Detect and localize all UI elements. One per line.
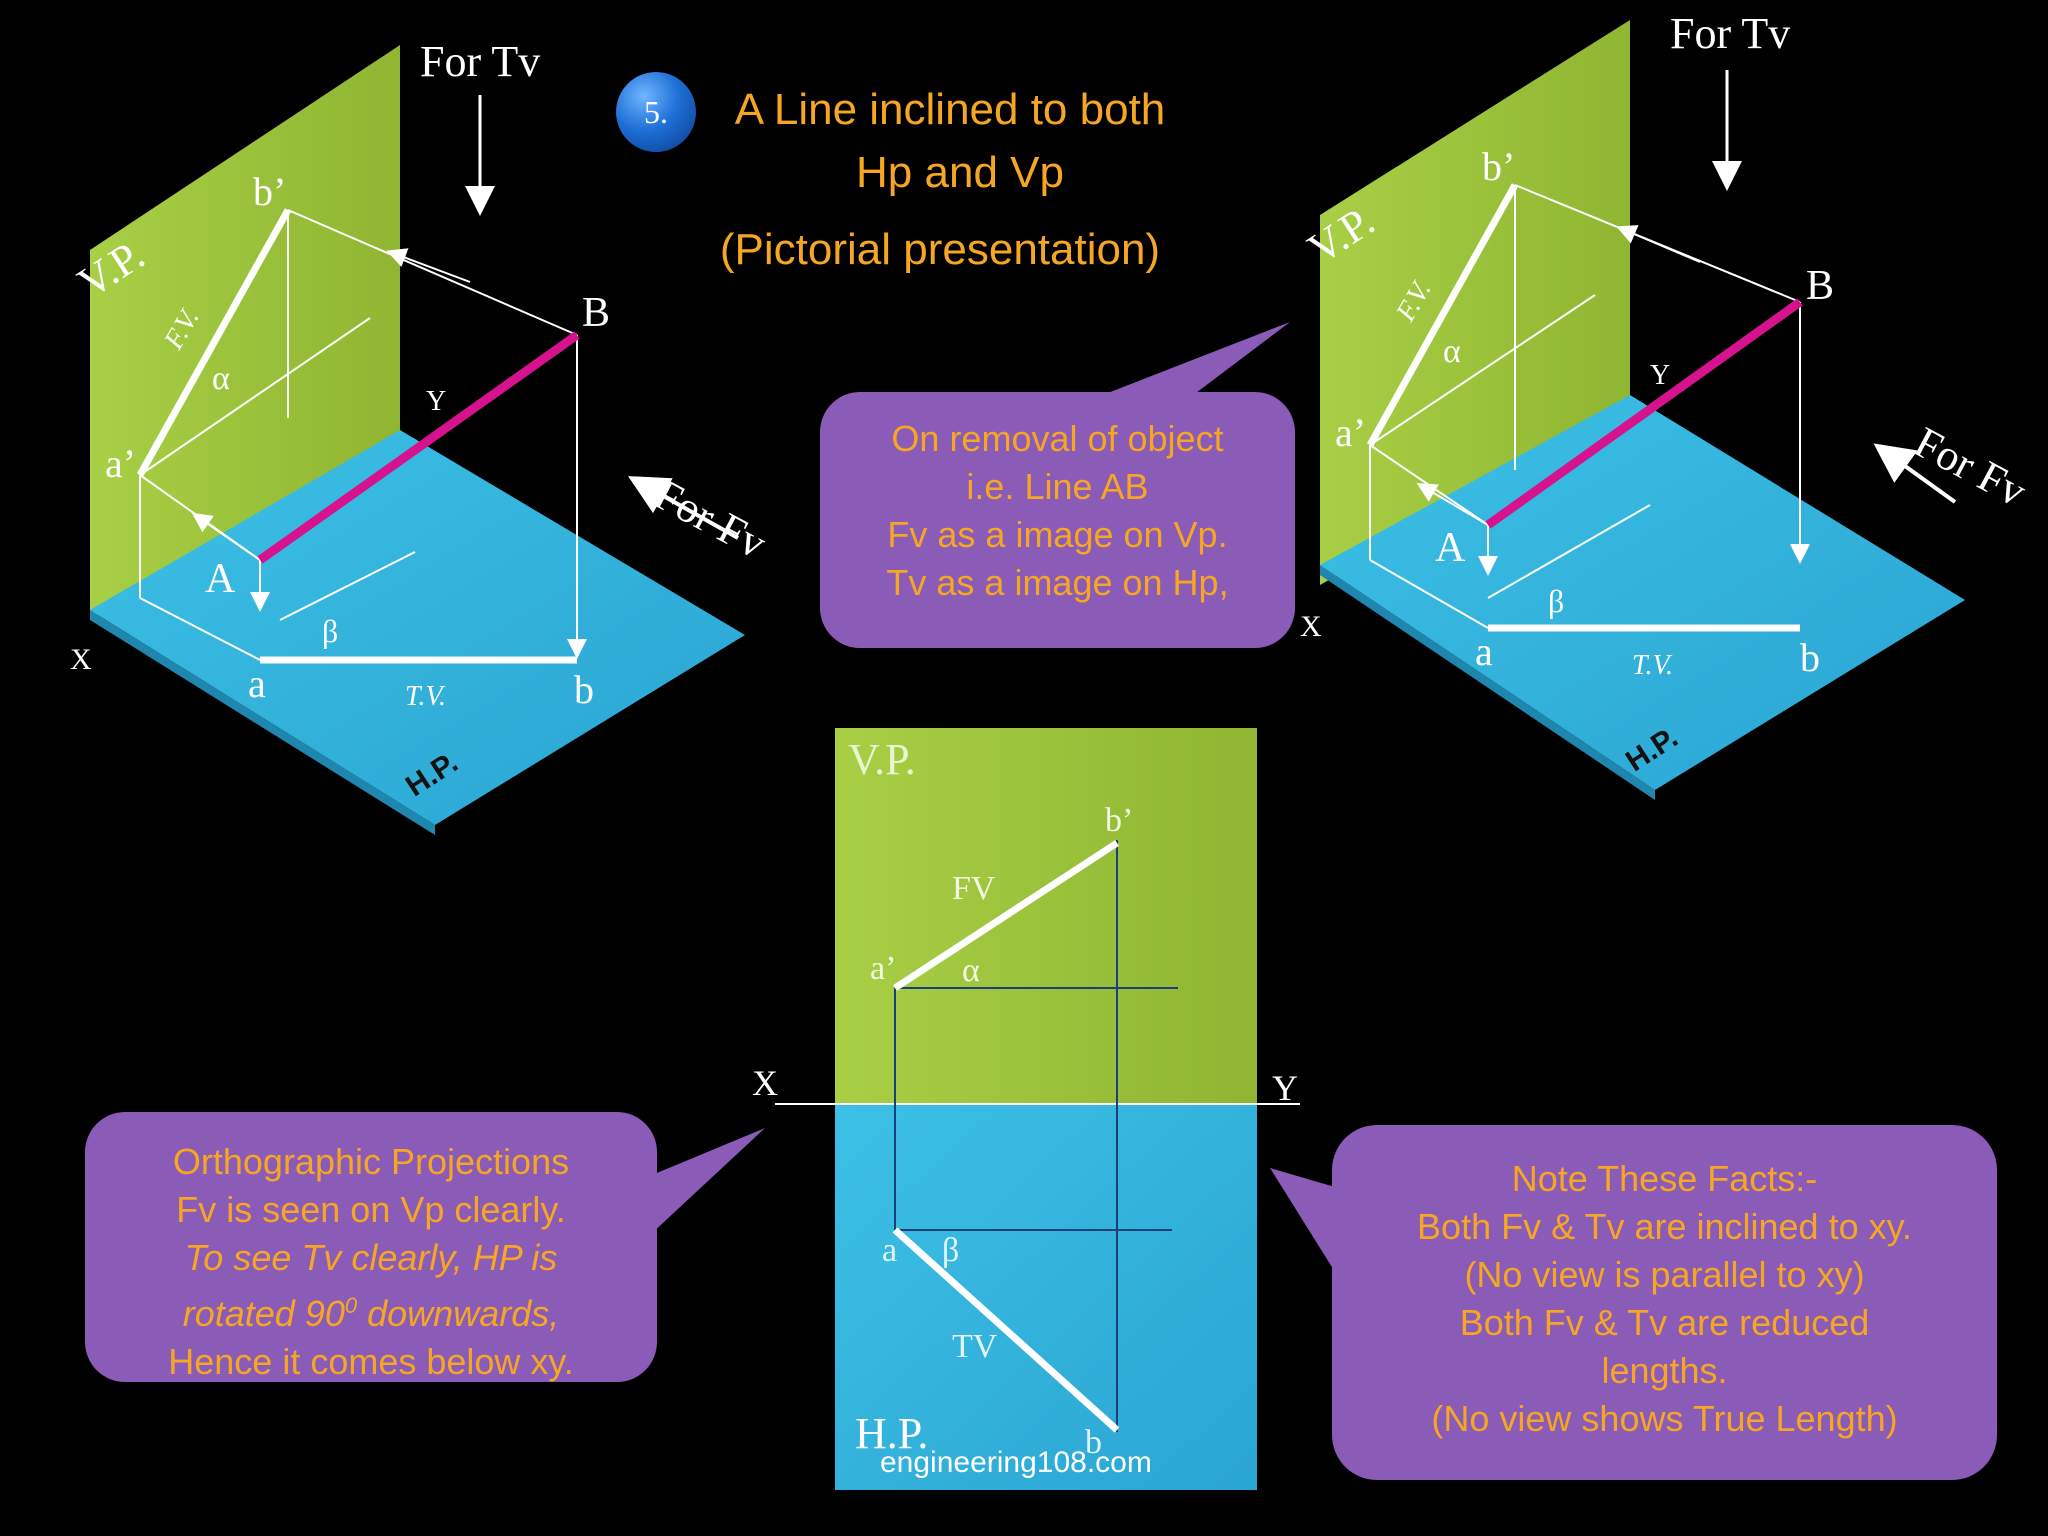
title-line-2: Hp and Vp xyxy=(856,148,1064,197)
ortho-a-prime-label: a’ xyxy=(870,950,897,987)
ortho-vp-label: V.P. xyxy=(848,735,916,784)
ortho-vp-rect xyxy=(835,728,1257,1104)
right-for-fv-arrow xyxy=(1873,443,1957,504)
ortho-hp-rect xyxy=(835,1104,1257,1490)
left-X-label: X xyxy=(70,643,92,676)
left-a-prime-label: a’ xyxy=(105,441,137,486)
ortho-beta-label: β xyxy=(942,1232,960,1269)
left-tv-label: T.V. xyxy=(405,681,446,712)
right-b-prime-label: b’ xyxy=(1482,144,1516,189)
left-hp-edge xyxy=(90,610,435,835)
left-A-label: A xyxy=(205,556,236,602)
facts-line-2: Both Fv & Tv are inclined to xy. xyxy=(1417,1206,1912,1247)
removal-line-3: Fv as a image on Vp. xyxy=(887,514,1228,555)
left-Y-label: Y xyxy=(426,386,447,417)
ortho-line-3: To see Tv clearly, HP is xyxy=(184,1237,558,1278)
right-for-tv-label: For Tv xyxy=(1670,9,1791,58)
ortho-line-1: Orthographic Projections xyxy=(172,1141,570,1182)
facts-line-5: lengths. xyxy=(1601,1350,1728,1391)
ortho-tv-label: TV xyxy=(952,1328,998,1365)
right-b-label: b xyxy=(1800,635,1820,680)
facts-line-3: (No view is parallel to xy) xyxy=(1464,1254,1865,1295)
slide-number-badge: 5. xyxy=(616,72,696,152)
ortho-Y-label: Y xyxy=(1272,1068,1298,1108)
right-hp-edge xyxy=(1320,565,1655,800)
right-tv-label: T.V. xyxy=(1632,650,1673,681)
ortho-fv-label: FV xyxy=(952,870,996,907)
right-a-prime-label: a’ xyxy=(1335,410,1367,455)
right-fv-line xyxy=(1366,183,1519,447)
left-b-label: b xyxy=(574,667,594,712)
removal-line-1: On removal of object xyxy=(891,418,1224,459)
left-hp-plane xyxy=(90,430,745,825)
right-line-ab xyxy=(1485,298,1803,529)
right-beta-label: β xyxy=(1548,583,1565,619)
ortho-line-4-sup: 0 xyxy=(344,1293,358,1318)
right-A-label: A xyxy=(1435,525,1466,571)
ortho-b-label: b xyxy=(1085,1424,1102,1461)
ortho-alpha-label: α xyxy=(962,952,980,989)
right-alpha-label: α xyxy=(1443,333,1461,370)
left-pictorial xyxy=(90,45,745,835)
ortho-line-4-pre: rotated 90 xyxy=(182,1293,345,1334)
right-Y-label: Y xyxy=(1650,360,1671,391)
ortho-bubble xyxy=(85,1112,765,1382)
left-for-fv-arrow xyxy=(628,476,739,540)
facts-bubble-text: Note These Facts:- Both Fv & Tv are incl… xyxy=(1332,1155,1997,1443)
left-fv-line xyxy=(136,208,292,477)
left-b-prime-label: b’ xyxy=(253,169,287,214)
left-line-ab xyxy=(257,331,580,564)
removal-bubble-text: On removal of object i.e. Line AB Fv as … xyxy=(820,415,1295,607)
ortho-fv-line xyxy=(893,840,1119,991)
title-line-3: (Pictorial presentation) xyxy=(719,225,1161,274)
ortho-hp-label: H.P. xyxy=(855,1409,929,1458)
right-hp-plane xyxy=(1320,395,1965,790)
ortho-tv-line xyxy=(892,1227,1120,1433)
right-B-label: B xyxy=(1806,263,1835,309)
orthographic-view xyxy=(775,728,1300,1490)
ortho-X-label: X xyxy=(752,1063,778,1103)
left-beta-label: β xyxy=(322,613,339,649)
left-alpha-label: α xyxy=(212,360,230,397)
removal-line-2: i.e. Line AB xyxy=(966,466,1149,507)
right-a-label: a xyxy=(1475,629,1493,674)
facts-line-6: (No view shows True Length) xyxy=(1431,1398,1898,1439)
facts-line-1: Note These Facts:- xyxy=(1511,1158,1818,1199)
ortho-bubble-text: Orthographic Projections Fv is seen on V… xyxy=(85,1138,657,1386)
ortho-a-label: a xyxy=(882,1232,898,1269)
right-pictorial xyxy=(1320,20,1965,800)
title-line-1: A Line inclined to both xyxy=(734,85,1166,134)
ortho-line-2: Fv is seen on Vp clearly. xyxy=(176,1189,566,1230)
facts-line-4: Both Fv & Tv are reduced xyxy=(1459,1302,1870,1343)
ortho-b-prime-label: b’ xyxy=(1105,802,1134,839)
removal-line-4: Tv as a image on Hp, xyxy=(886,562,1229,603)
left-B-label: B xyxy=(582,290,611,336)
left-a-label: a xyxy=(248,661,266,706)
right-X-label: X xyxy=(1300,610,1322,643)
watermark: engineering108.com xyxy=(880,1446,1152,1479)
ortho-line-4: rotated 900 downwards, xyxy=(85,1282,657,1338)
facts-bubble xyxy=(1270,1125,1997,1480)
left-for-tv-label: For Tv xyxy=(420,37,541,86)
removal-bubble xyxy=(820,322,1295,648)
ortho-line-4-post: downwards, xyxy=(357,1293,560,1334)
ortho-line-5: Hence it comes below xy. xyxy=(168,1341,574,1382)
